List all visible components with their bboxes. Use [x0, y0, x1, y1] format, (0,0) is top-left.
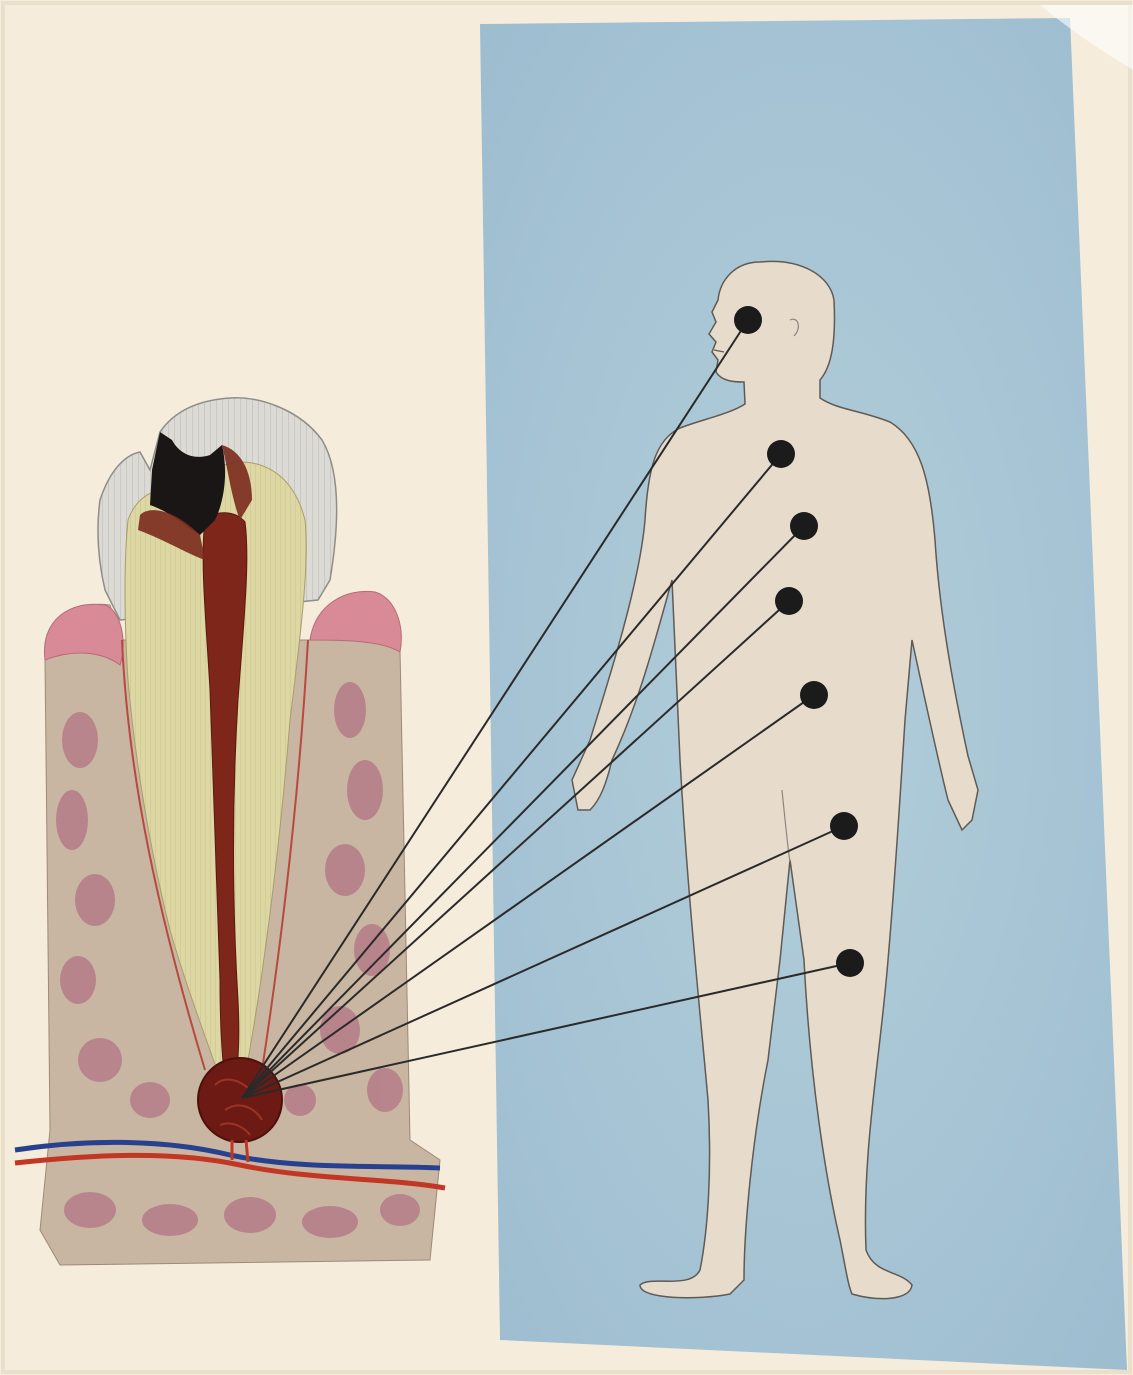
- target-dot-chest: [767, 440, 795, 468]
- target-dot-upper-abdomen: [790, 512, 818, 540]
- target-dot-mid-abdomen: [775, 587, 803, 615]
- target-dot-hip: [830, 812, 858, 840]
- target-dot-head: [734, 306, 762, 334]
- target-dot-lower-abdomen: [800, 681, 828, 709]
- target-dot-knee: [836, 949, 864, 977]
